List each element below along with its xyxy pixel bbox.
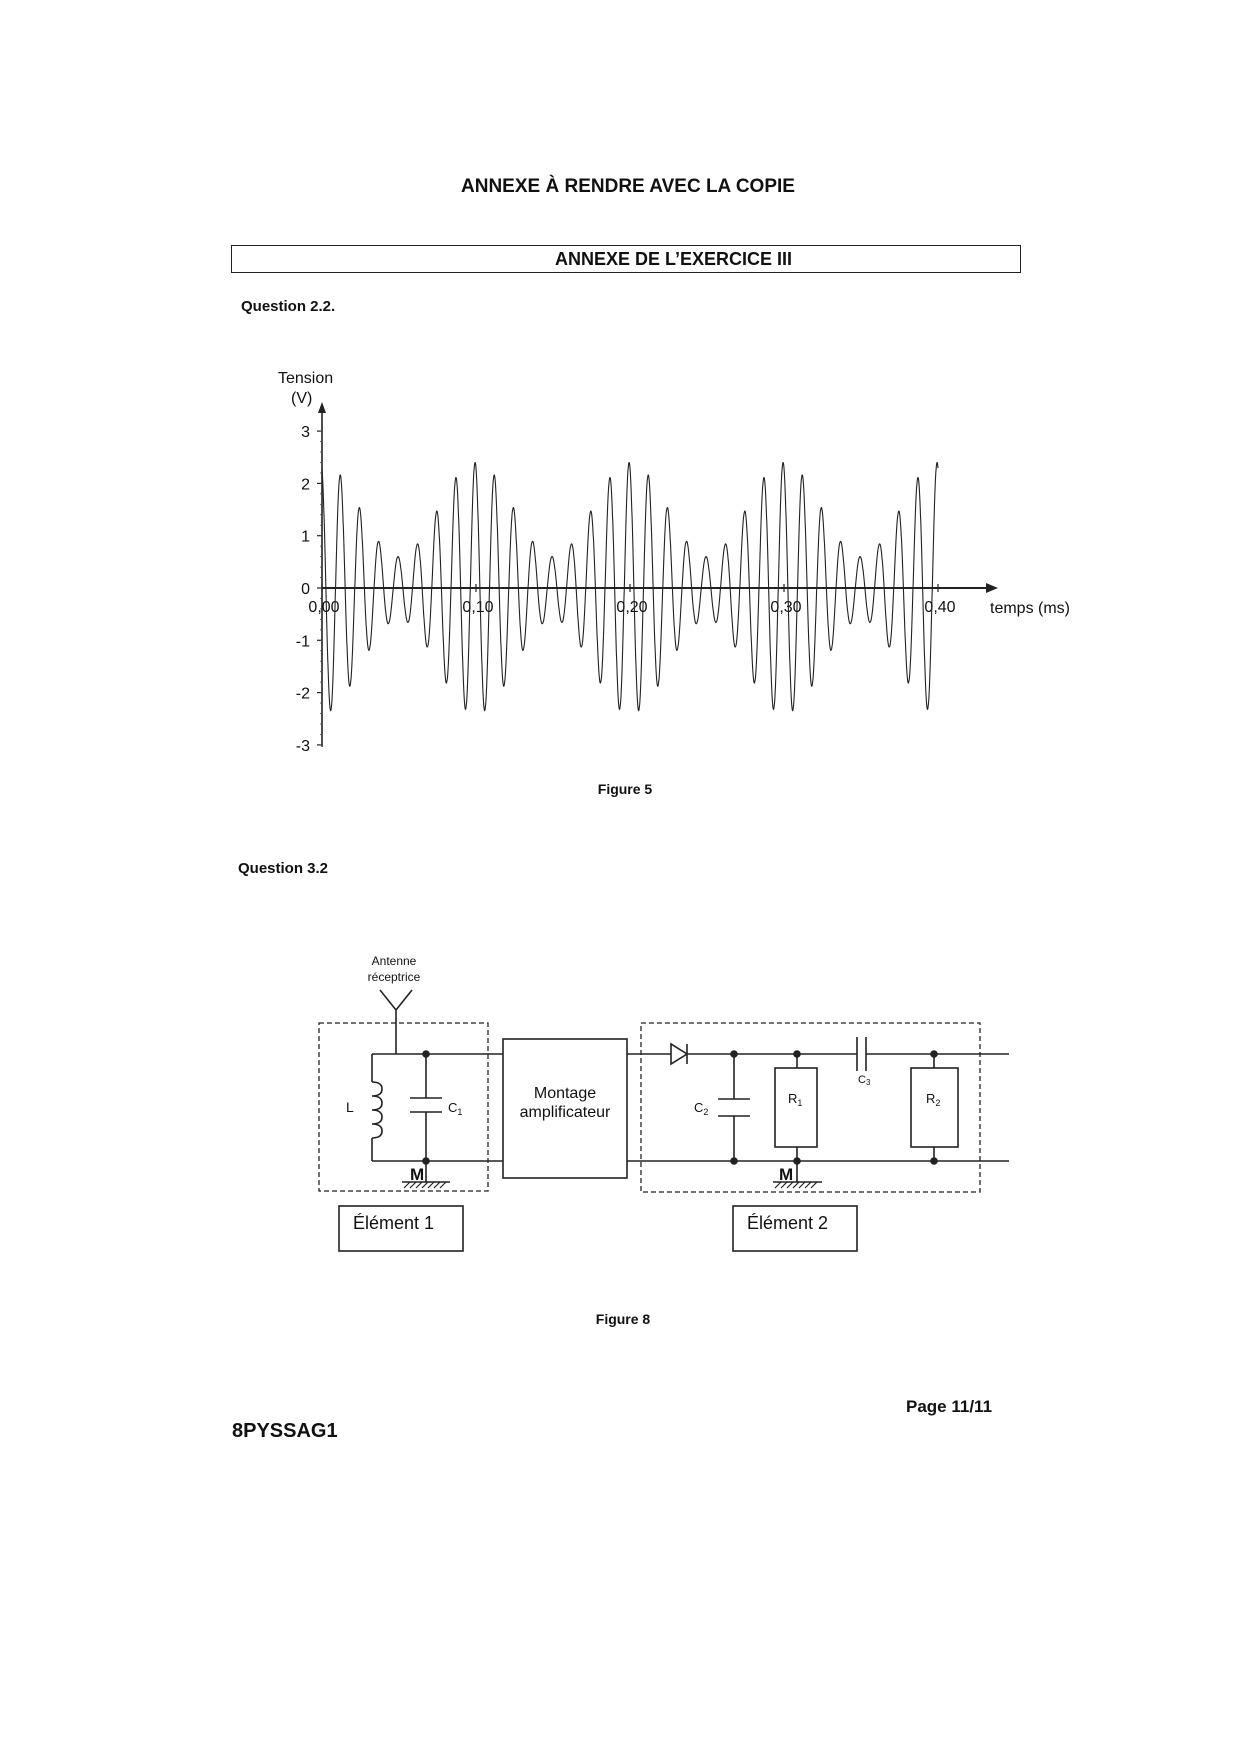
antenna-icon xyxy=(379,989,413,1054)
y-tick-label: -1 xyxy=(296,633,310,650)
ground-1-label: M xyxy=(410,1165,424,1184)
x-tick-label: 0,00 xyxy=(308,599,339,616)
y-tick-label: 0 xyxy=(301,581,310,598)
page-number: Page 11/11 xyxy=(906,1397,993,1416)
y-axis-label-line1: Tension xyxy=(278,370,333,387)
capacitor-C1-icon xyxy=(410,1054,442,1161)
inductor-label: L xyxy=(346,1099,354,1115)
figure-8-caption: Figure 8 xyxy=(595,1311,651,1327)
figure-5-caption: Figure 5 xyxy=(597,781,653,797)
ground-2-label: M xyxy=(779,1165,793,1184)
element-1-boundary xyxy=(318,1022,489,1192)
element-2-box xyxy=(732,1205,858,1252)
capacitor-C1-label: C1 xyxy=(448,1100,462,1117)
ground-1-icon xyxy=(402,1161,450,1189)
capacitor-C2-label: C2 xyxy=(694,1100,708,1117)
signal-curve xyxy=(321,462,939,712)
resistor-R2-label: R2 xyxy=(926,1091,940,1108)
amplifier-label-2: amplificateur xyxy=(520,1104,611,1121)
capacitor-C3-icon xyxy=(856,1037,867,1071)
exercise-header-box: ANNEXE DE L’EXERCICE III xyxy=(231,245,1021,273)
x-axis-label: temps (ms) xyxy=(990,600,1070,617)
figure-8-circuit: Antenne réceptrice L C1 M Montage amplif… xyxy=(318,954,1009,1252)
document-code: 8PYSSAG1 xyxy=(232,1420,338,1442)
page-title: ANNEXE À RENDRE AVEC LA COPIE xyxy=(461,176,795,197)
amplifier-label-1: Montage xyxy=(534,1085,596,1102)
y-tick-label: 1 xyxy=(301,529,310,546)
diode-icon xyxy=(670,1042,689,1066)
antenna-label-1: Antenne xyxy=(372,954,417,968)
antenna-label-2: réceptrice xyxy=(368,970,421,984)
question-3-2-label: Question 3.2 xyxy=(238,860,329,877)
resistor-R1-label: R1 xyxy=(788,1091,802,1108)
exercise-header: ANNEXE DE L’EXERCICE III xyxy=(554,249,793,269)
x-axis-arrow-icon xyxy=(986,583,998,593)
amplifier-block xyxy=(502,1038,628,1179)
resistor-R1-icon xyxy=(774,1067,818,1148)
element-1-box xyxy=(338,1205,464,1252)
x-tick-label: 0,40 xyxy=(924,599,955,616)
capacitor-C3-label: C3 xyxy=(858,1074,871,1087)
inductor-L-icon xyxy=(371,1081,383,1139)
resistor-R2-icon xyxy=(910,1067,959,1148)
element-2-label: Élément 2 xyxy=(747,1213,828,1233)
y-tick-label: 3 xyxy=(301,424,310,441)
question-2-2-label: Question 2.2. xyxy=(241,298,336,315)
y-axis-label-line2: (V) xyxy=(291,390,312,407)
y-axis-arrow-icon xyxy=(318,401,326,413)
element-2-boundary xyxy=(640,1022,981,1193)
y-tick-label: 2 xyxy=(301,476,310,493)
y-tick-label: -2 xyxy=(296,686,310,703)
ground-2-icon xyxy=(773,1161,822,1189)
capacitor-C2-icon xyxy=(718,1054,750,1161)
y-tick-label: -3 xyxy=(296,738,310,755)
element-1-label: Élément 1 xyxy=(353,1213,434,1233)
